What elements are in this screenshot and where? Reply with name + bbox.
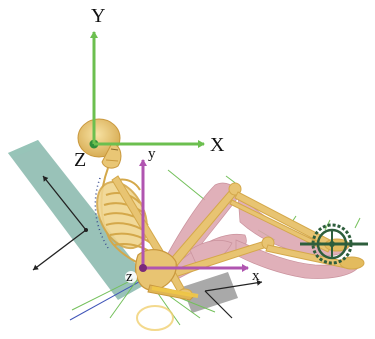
global-x-label: X [210,134,225,156]
pelvis-x-label: x [252,268,260,284]
global-z-label: Z [74,149,86,171]
pelvis-y-label: y [148,146,156,162]
global-y-label: Y [91,5,105,27]
pelvis-z-label: z [126,269,133,285]
pelvis-origin-marker [139,264,147,272]
